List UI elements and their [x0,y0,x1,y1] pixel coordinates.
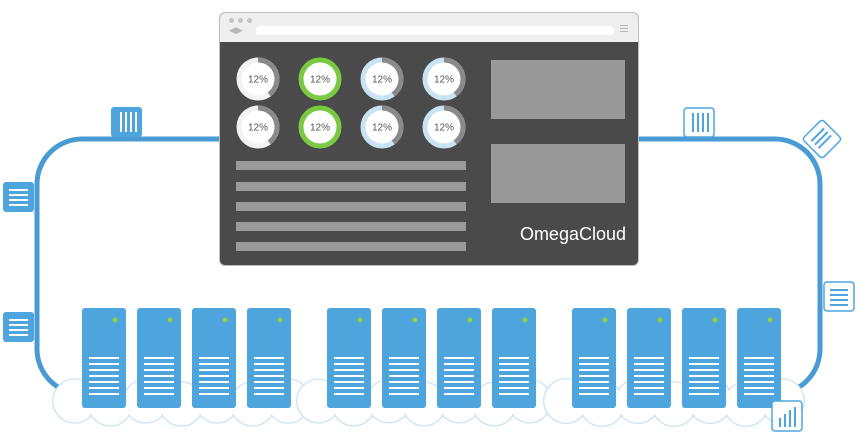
storage-icon [111,107,142,137]
server-unit [682,308,726,408]
server-unit [437,308,481,408]
server-rack [82,308,781,408]
address-bar[interactable] [256,26,614,35]
gauge-progress [443,57,466,97]
gauge-label: 12% [310,75,330,86]
server-unit [627,308,671,408]
server-unit [382,308,426,408]
usage-gauge: 12% [422,57,466,101]
content-line [236,242,466,251]
status-led [357,317,363,323]
server-list-icon [3,182,34,212]
status-led [712,317,718,323]
status-led [112,317,118,323]
gauge-label: 12% [372,75,392,86]
server-list-icon [823,281,855,312]
storage-icon [683,107,715,138]
image-placeholder [491,60,625,119]
content-line [236,222,466,231]
usage-gauge: 12% [422,105,466,149]
status-led [467,317,473,323]
gauge-progress [257,57,280,97]
status-led [767,317,773,323]
status-led [522,317,528,323]
usage-gauge: 12% [298,105,342,149]
gauge-label: 12% [248,123,268,134]
usage-gauge: 12% [360,105,404,149]
status-led [222,317,228,323]
content-line [236,182,466,191]
gauge-progress [381,57,404,97]
server-unit [137,308,181,408]
usage-gauge: 12% [236,57,280,101]
status-led [167,317,173,323]
server-unit [192,308,236,408]
server-list-icon [3,312,34,342]
gauge-grid: 12% 12% 12% 12% 12% 12% 12% 12% [236,57,466,149]
dashboard-content: 12% 12% 12% 12% 12% 12% 12% 12% [236,57,625,251]
window-dot-icon [247,18,252,23]
gauge-label: 12% [434,123,454,134]
gauge-progress [443,105,466,145]
status-led [277,317,283,323]
usage-gauge: 12% [298,57,342,101]
window-dot-icon [229,18,234,23]
gauge-label: 12% [310,123,330,134]
image-placeholder [491,144,625,203]
browser-toolbar: ◀▶ [220,13,638,42]
gauge-progress [257,105,280,145]
brand-name: OmegaCloud [519,224,626,244]
back-forward-icon[interactable]: ◀▶ [229,25,243,35]
server-unit [492,308,536,408]
usage-gauge: 12% [360,57,404,101]
chart-icon [771,400,803,432]
storage-icon [802,119,842,159]
content-line [236,161,466,170]
dashboard-window: ◀▶ 12% 12% 12% 12% 12% 12% 12% 12% OmegaCloud [220,13,638,265]
server-unit [327,308,371,408]
gauge-progress [381,105,404,145]
menu-icon[interactable] [620,25,628,34]
server-unit [737,308,781,408]
gauge-label: 12% [248,75,268,86]
text-lines [236,161,466,251]
status-led [602,317,608,323]
server-unit [247,308,291,408]
window-dot-icon [238,18,243,23]
status-led [412,317,418,323]
status-led [657,317,663,323]
server-unit [572,308,616,408]
server-unit [82,308,126,408]
gauge-label: 12% [434,75,454,86]
content-line [236,202,466,211]
gauge-label: 12% [372,123,392,134]
usage-gauge: 12% [236,105,280,149]
